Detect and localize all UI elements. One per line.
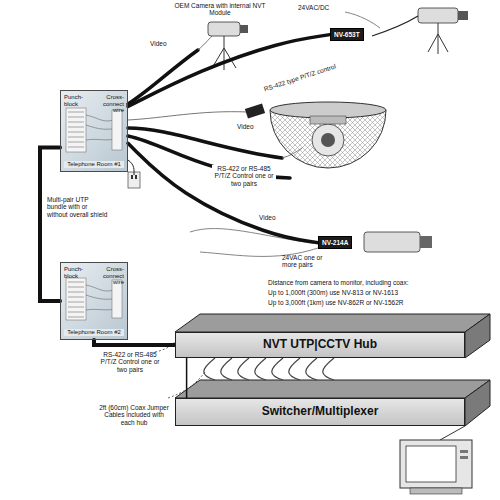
monitor [400, 426, 472, 494]
rack-unit [175, 314, 490, 426]
camera-label: OEM Camera with internal NVT Module [172, 2, 268, 17]
note-text: Distance from camera to monitor, includi… [268, 279, 493, 286]
signal-label: Video [150, 40, 167, 47]
transceiver-module: NV-653T [330, 28, 364, 41]
utp-hub: NVT UTP|CCTV Hub [175, 332, 465, 358]
coax-jumper [186, 358, 188, 398]
node-text: NVT UTP|CCTV Hub [263, 338, 377, 351]
node-text: Punch-block [64, 94, 94, 114]
video-wire [128, 36, 302, 158]
node-text: Cross-connect wire [94, 94, 124, 114]
control-label: RS-422 or RS-485 P/T/Z Control one or tw… [100, 351, 160, 373]
node-text: NV-214A [322, 239, 348, 246]
control-label: RS-422 type P/T/Z control [262, 54, 361, 93]
note-text: Up to 3,000ft (1km) use NV-862R or NV-15… [268, 299, 493, 306]
node-text: Punch-block [64, 266, 94, 286]
node-text: Cross-connect wire [94, 266, 124, 286]
node-text: Telephone Room #1 [64, 161, 124, 168]
signal-label: Video [258, 214, 277, 221]
utp-cable [128, 35, 330, 107]
transceiver-module: NV-214A [318, 236, 352, 249]
power-label: 24VAC/DC [298, 4, 344, 11]
dome-camera [270, 102, 386, 168]
utp-cable [40, 147, 60, 301]
coax-jumper [204, 358, 334, 380]
note-text: Up to 1,000ft (300m) use NV-813 or NV-16… [268, 289, 493, 296]
inline-transceiver [245, 103, 265, 118]
power-outlet [128, 160, 140, 188]
node-text: NV-653T [334, 31, 360, 38]
telephone-room: Punch-blockCross-connect wireTelephone R… [60, 262, 128, 340]
switcher-unit: Switcher/Multiplexer [175, 398, 465, 426]
telephone-room: Punch-blockCross-connect wireTelephone R… [60, 90, 128, 172]
note-text: 2ft (60cm) Coax Jumper Cables included w… [98, 404, 170, 426]
signal-label: Video [236, 123, 255, 130]
control-label: RS-422 or RS-485 P/T/Z Control one or tw… [212, 165, 276, 187]
oem-camera [208, 22, 248, 70]
utp-cable [94, 340, 175, 345]
node-text: Telephone Room #2 [64, 329, 124, 336]
power-label: 24VAC one or more pairs [282, 254, 334, 269]
utp-cable [128, 143, 318, 242]
edge-label: Multi-pair UTP bundle with or without ov… [46, 196, 110, 218]
node-text: Switcher/Multiplexer [262, 405, 379, 418]
